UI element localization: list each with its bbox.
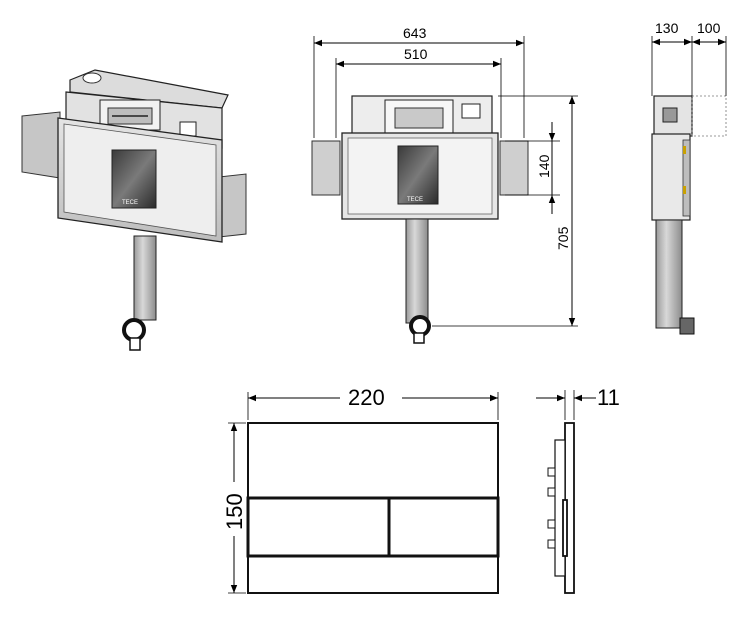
dim-label-130: 130 (655, 20, 679, 36)
dim-label-220: 220 (348, 385, 385, 410)
flush-button-large (246, 496, 391, 558)
front-right-bracket (499, 140, 529, 196)
side-flush-pipe (655, 219, 683, 329)
tece-label-panel (111, 149, 157, 209)
dim-label-140: 140 (536, 154, 552, 178)
dim-label-11: 11 (597, 385, 620, 410)
pipe-outlet (122, 318, 146, 342)
front-flush-pipe (405, 218, 429, 324)
side-valve (662, 107, 678, 123)
side-pipe-outlet (679, 317, 695, 335)
dim-label-150: 150 (222, 493, 247, 530)
cistern-top (69, 69, 229, 109)
side-extension-outline (691, 95, 727, 137)
front-tece-label (397, 145, 439, 205)
isometric-cistern-view: TECE (21, 69, 247, 351)
service-opening (179, 121, 197, 137)
flush-plate-side-view: 11 (536, 385, 620, 594)
inlet-cap (82, 72, 102, 84)
front-left-bracket (311, 140, 341, 196)
dim-label-100: 100 (697, 20, 721, 36)
dim-label-510: 510 (404, 46, 428, 62)
flush-plate-front-view: 220 150 (222, 385, 500, 594)
dim-label-705: 705 (555, 226, 571, 250)
flush-pipe (133, 235, 157, 321)
dim-label-643: 643 (403, 25, 427, 41)
brand-logo-iso: TECE (122, 200, 138, 206)
flush-button-small (387, 496, 500, 558)
left-mounting-bracket (21, 111, 61, 179)
side-cistern-view: 130 100 (651, 20, 727, 335)
front-cistern-view: TECE 643 510 140 705 (311, 25, 578, 344)
brand-logo-front: TECE (407, 197, 423, 203)
